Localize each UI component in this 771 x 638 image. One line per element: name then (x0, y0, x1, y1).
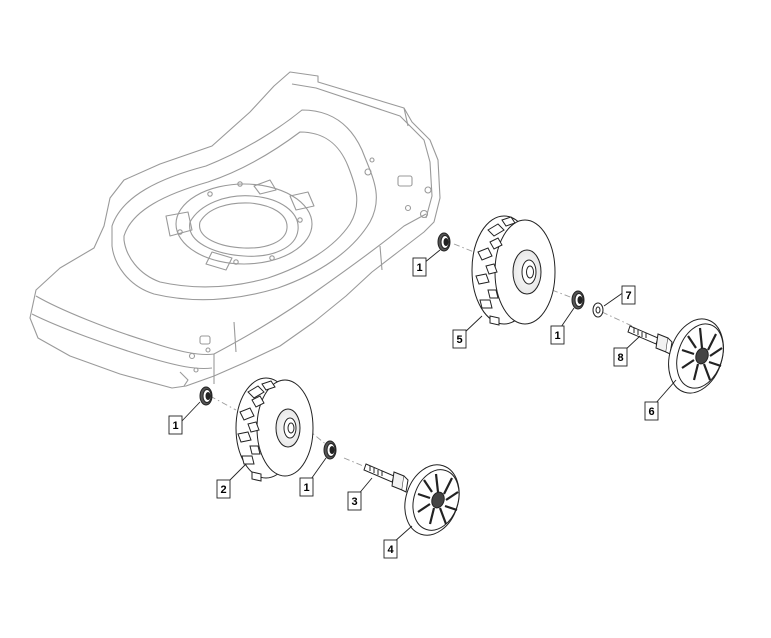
callout-7: 7 (621, 285, 636, 305)
callout-8: 8 (613, 347, 628, 367)
mower-deck (29, 71, 441, 389)
callout-4: 4 (383, 539, 398, 559)
callout-1-front-inner: 1 (412, 257, 427, 277)
callout-label: 6 (648, 406, 654, 418)
callout-1-rear-outer: 1 (299, 477, 314, 497)
callout-6: 6 (644, 401, 659, 421)
callout-2: 2 (216, 479, 231, 499)
callout-label: 1 (554, 330, 560, 342)
callout-label: 1 (303, 482, 309, 494)
washer-part-7 (592, 302, 604, 318)
bushing-part-1-left (199, 386, 213, 406)
callout-label: 5 (456, 334, 462, 346)
callout-label: 1 (416, 262, 422, 274)
hubcap-part-4 (404, 464, 460, 536)
callout-label: 7 (625, 290, 631, 302)
callouts (180, 249, 677, 543)
callout-5: 5 (452, 329, 467, 349)
bushing-part-1-upper (437, 232, 451, 252)
bushing-part-1-left-outer (323, 440, 337, 460)
callout-label: 4 (387, 544, 394, 556)
callout-label: 1 (172, 420, 178, 432)
callout-1-front-outer: 1 (550, 325, 565, 345)
callout-label: 8 (617, 352, 623, 364)
bolt-part-8 (627, 325, 673, 355)
callout-label: 2 (220, 484, 226, 496)
callout-label: 3 (351, 496, 357, 508)
wheel-part-5 (471, 215, 556, 326)
bolt-part-3 (363, 463, 409, 493)
hubcap-part-6 (668, 318, 724, 394)
callout-1-rear-inner: 1 (168, 415, 183, 435)
bushing-part-1-right (571, 290, 585, 310)
wheel-part-2 (235, 377, 314, 482)
callout-3: 3 (347, 491, 362, 511)
